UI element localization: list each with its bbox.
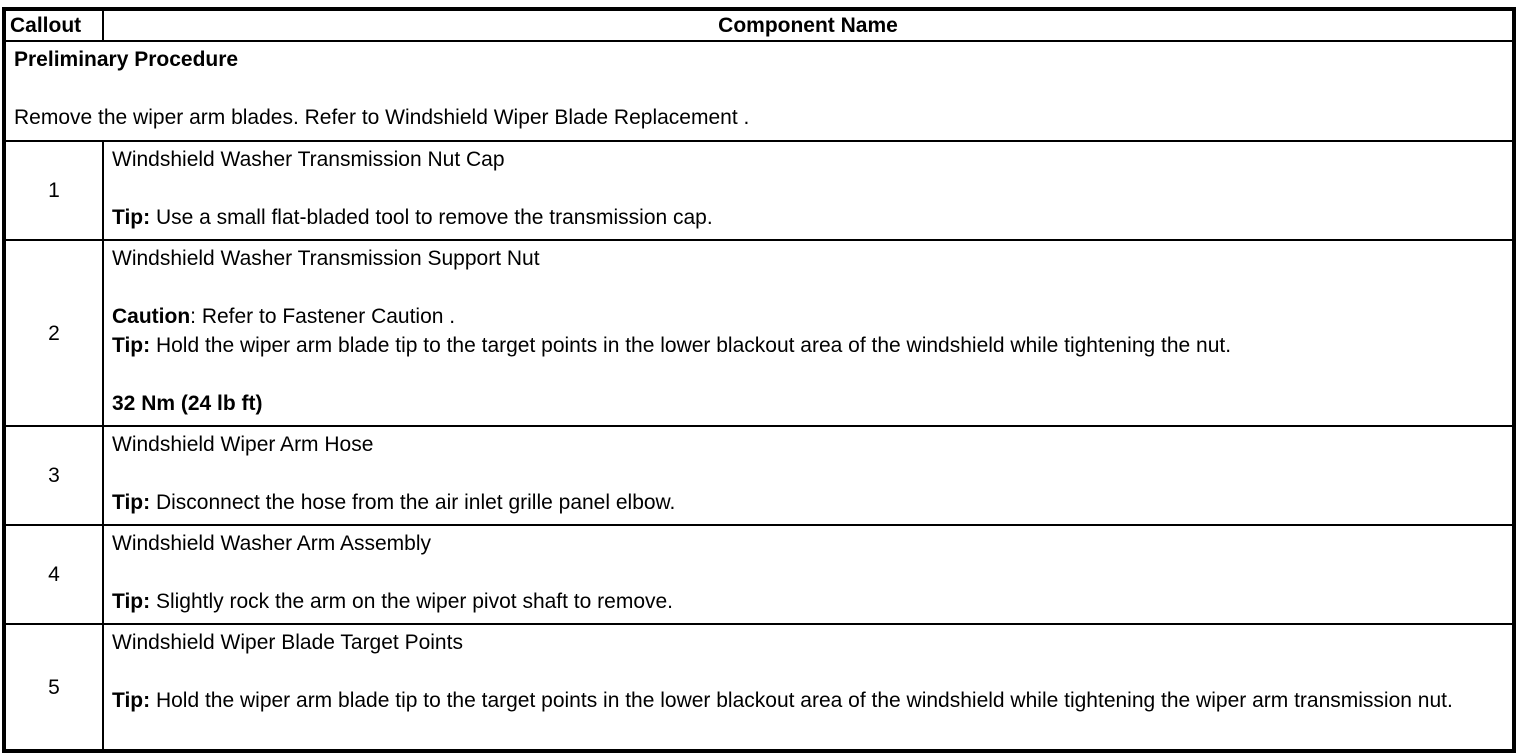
component-name: Windshield Washer Transmission Nut Cap [112, 148, 505, 171]
component-tip: Tip: Use a small flat-bladed tool to rem… [112, 203, 1502, 232]
preliminary-procedure-title: Preliminary Procedure [14, 48, 239, 71]
tip-label: Tip: [112, 334, 151, 357]
tip-text: Hold the wiper arm blade tip to the targ… [150, 689, 1453, 712]
callout-number: 1 [3, 140, 104, 241]
component-cell: Windshield Wiper Arm Hose Tip: Disconnec… [102, 425, 1515, 526]
callout-number: 3 [3, 425, 104, 526]
tip-text: Disconnect the hose from the air inlet g… [150, 491, 676, 514]
component-cell: Windshield Washer Transmission Support N… [102, 239, 1515, 427]
preliminary-procedure-row: Preliminary Procedure Remove the wiper a… [3, 40, 1515, 142]
tip-text: Use a small flat-bladed tool to remove t… [150, 206, 713, 229]
component-tip: Tip: Disconnect the hose from the air in… [112, 488, 1502, 517]
component-tip: Tip: Hold the wiper arm blade tip to the… [112, 331, 1502, 360]
component-cell: Windshield Washer Transmission Nut Cap T… [102, 140, 1515, 241]
preliminary-procedure-cell: Preliminary Procedure Remove the wiper a… [3, 40, 1515, 142]
callout-number: 5 [3, 623, 104, 752]
component-tip: Tip: Slightly rock the arm on the wiper … [112, 587, 1502, 616]
callout-column-header: Callout [3, 8, 104, 42]
component-tip: Tip: Hold the wiper arm blade tip to the… [112, 686, 1502, 715]
tip-label: Tip: [112, 689, 151, 712]
table-row-5: 5 Windshield Wiper Blade Target Points T… [3, 623, 1515, 752]
component-name: Windshield Washer Arm Assembly [112, 532, 431, 555]
tip-label: Tip: [112, 590, 151, 613]
component-name: Windshield Washer Transmission Support N… [112, 247, 540, 270]
component-cell: Windshield Washer Arm Assembly Tip: Slig… [102, 524, 1515, 625]
tip-text: Slightly rock the arm on the wiper pivot… [150, 590, 674, 613]
tip-text: Hold the wiper arm blade tip to the targ… [150, 334, 1232, 357]
table-row-3: 3 Windshield Wiper Arm Hose Tip: Disconn… [3, 425, 1515, 526]
table-row-4: 4 Windshield Washer Arm Assembly Tip: Sl… [3, 524, 1515, 625]
caution-label: Caution [112, 305, 191, 328]
component-callout-table: Callout Component Name Preliminary Proce… [2, 7, 1516, 753]
callout-number: 4 [3, 524, 104, 625]
component-name: Windshield Wiper Arm Hose [112, 433, 374, 456]
torque-spec: 32 Nm (24 lb ft) [112, 392, 263, 415]
table-row-1: 1 Windshield Washer Transmission Nut Cap… [3, 140, 1515, 241]
caution-text: : Refer to Fastener Caution . [190, 305, 456, 328]
tip-label: Tip: [112, 206, 151, 229]
table-header-row: Callout Component Name [3, 8, 1515, 42]
component-cell: Windshield Wiper Blade Target Points Tip… [102, 623, 1515, 752]
component-name-column-header: Component Name [102, 8, 1515, 42]
component-name: Windshield Wiper Blade Target Points [112, 631, 463, 654]
table-row-2: 2 Windshield Washer Transmission Support… [3, 239, 1515, 427]
component-caution: Caution: Refer to Fastener Caution . [112, 302, 1502, 331]
preliminary-procedure-text: Remove the wiper arm blades. Refer to Wi… [14, 106, 750, 129]
callout-number: 2 [3, 239, 104, 427]
tip-label: Tip: [112, 491, 151, 514]
